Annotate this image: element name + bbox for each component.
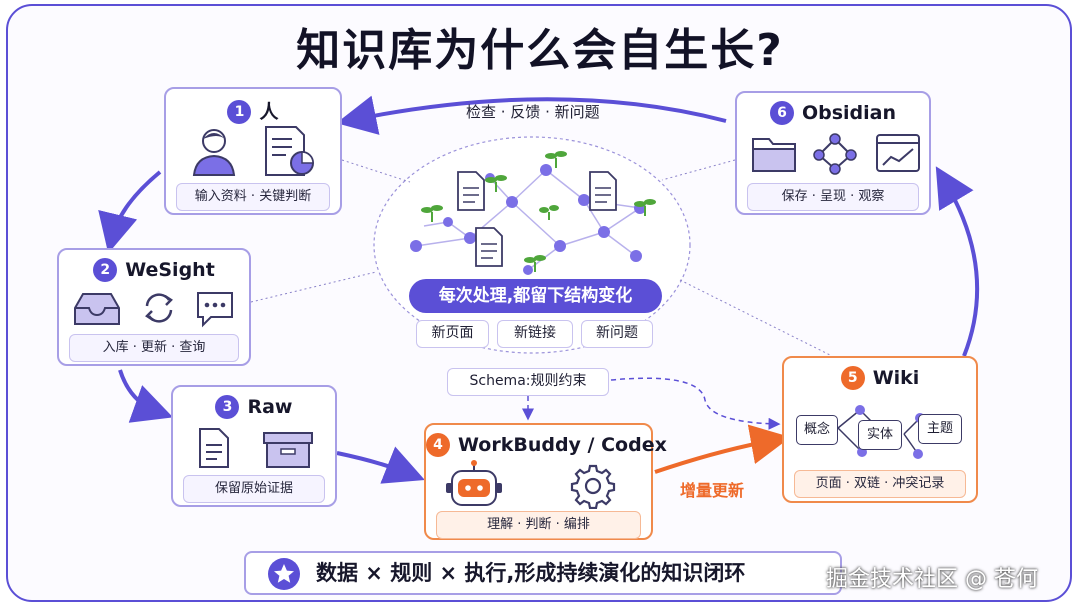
robot-icon: [446, 460, 502, 506]
node-chip: 页面 · 双链 · 冲突记录: [794, 470, 966, 498]
node-chip: 保留原始证据: [183, 475, 325, 503]
graph-node-concept[interactable]: 概念: [796, 415, 838, 445]
graph-node-topic[interactable]: 主题: [918, 414, 962, 444]
arrow-label-incremental: 增量更新: [680, 481, 745, 500]
tag-new-question: 新问题: [581, 320, 653, 348]
node-chip: 理解 · 判断 · 编排: [436, 511, 641, 539]
step-number: 5: [840, 366, 865, 390]
step-number: 1: [227, 100, 252, 124]
graph-icon: [813, 133, 857, 175]
node-obsidian[interactable]: 6 Obsidian 保存 · 呈现 · 观察: [735, 91, 931, 215]
step-number: 6: [769, 101, 794, 125]
node-chip: 保存 · 呈现 · 观察: [747, 183, 919, 211]
gear-icon: [570, 464, 616, 509]
refresh-icon: [145, 293, 173, 323]
node-label: WorkBuddy / Codex: [458, 434, 667, 456]
arrow-label-feedback: 检查 · 反馈 · 新问题: [466, 103, 600, 121]
step-number: 2: [93, 258, 118, 282]
inbox-tray-icon: [74, 293, 120, 325]
star-icon: [268, 558, 300, 590]
node-wesight[interactable]: 2 WeSight 入库 · 更新 · 查询: [57, 248, 251, 366]
step-number: 4: [426, 433, 450, 457]
node-workbuddy[interactable]: 4 WorkBuddy / Codex 理解 · 判断 · 编排: [424, 423, 667, 540]
node-label: 人: [259, 101, 279, 123]
sprout-icon: [421, 151, 656, 272]
document-icon: [457, 171, 617, 267]
document-chart-icon: [265, 126, 314, 176]
page-title: 知识库为什么会自生长?: [296, 25, 784, 76]
tag-new-page: 新页面: [416, 320, 489, 348]
document-icon: [199, 428, 229, 468]
node-raw[interactable]: 3 Raw 保留原始证据: [171, 385, 337, 507]
node-label: Raw: [247, 396, 293, 418]
node-chip: 输入资料 · 关键判断: [176, 183, 330, 211]
graph-node-entity[interactable]: 实体: [858, 420, 902, 450]
node-label: Wiki: [872, 367, 920, 389]
chat-bubble-icon: [197, 292, 233, 328]
person-icon: [192, 129, 236, 176]
trend-window-icon: [876, 134, 920, 172]
folder-icon: [752, 138, 796, 172]
archive-box-icon: [263, 432, 313, 468]
node-label: Obsidian: [801, 102, 897, 124]
central-pill: 每次处理,都留下结构变化: [409, 279, 662, 313]
tag-new-link: 新链接: [497, 320, 573, 348]
watermark: 掘金技术社区 @ 苍何: [826, 567, 1038, 592]
schema-label: Schema:规则约束: [447, 368, 609, 396]
node-label: WeSight: [125, 259, 215, 281]
footer-banner: 数据 × 规则 × 执行,形成持续演化的知识闭环: [244, 551, 842, 595]
node-chip: 入库 · 更新 · 查询: [69, 334, 239, 362]
footer-text: 数据 × 规则 × 执行,形成持续演化的知识闭环: [316, 561, 746, 585]
step-number: 3: [215, 395, 240, 419]
node-wiki[interactable]: 5 Wiki 概念 实体 主题 页面 · 双链 · 冲突记录: [782, 356, 978, 503]
